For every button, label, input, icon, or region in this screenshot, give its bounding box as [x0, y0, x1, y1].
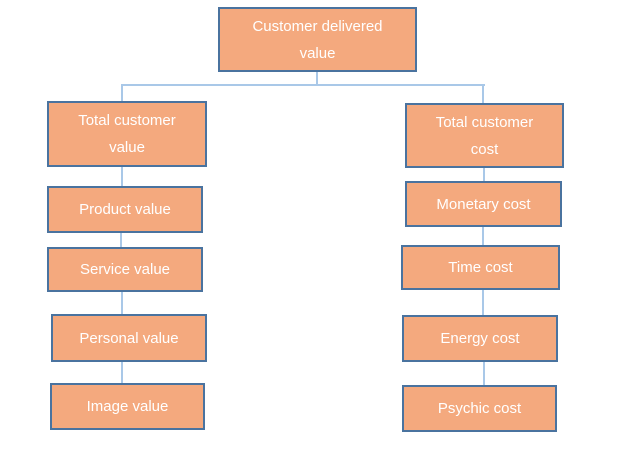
node-label: Product value	[79, 201, 171, 218]
node-label: Personal value	[79, 329, 179, 347]
node-label: Psychic cost	[437, 400, 522, 417]
node-customer-delivered-value: Customer delivered value	[218, 7, 417, 72]
node-label: Total customer value	[78, 112, 176, 156]
node-psychic-cost: Psychic cost	[402, 385, 557, 432]
connector-right-1	[483, 168, 485, 181]
node-image-value: Image value	[50, 383, 205, 430]
node-time-cost: Time cost	[401, 245, 560, 290]
connector-left-1	[121, 167, 123, 186]
node-label: Energy cost	[440, 330, 520, 347]
node-personal-value: Personal value	[51, 314, 207, 362]
node-label: Monetary cost	[436, 195, 531, 213]
node-service-value: Service value	[47, 247, 203, 292]
connector-right-4	[483, 362, 485, 385]
node-label: Customer delivered value	[252, 17, 383, 62]
node-total-customer-cost: Total customer cost	[405, 103, 564, 168]
connector-root-stub	[316, 72, 318, 85]
node-label: Time cost	[448, 259, 513, 276]
connector-drop-right	[482, 84, 484, 104]
node-energy-cost: Energy cost	[402, 315, 558, 362]
connector-left-3	[121, 292, 123, 314]
node-label: Total customer cost	[435, 113, 534, 158]
connector-right-2	[482, 227, 484, 245]
connector-branch-horizontal	[121, 84, 485, 86]
connector-drop-left	[121, 84, 123, 102]
connector-left-4	[121, 362, 123, 383]
connector-right-3	[482, 290, 484, 315]
node-total-customer-value: Total customer value	[47, 101, 207, 167]
node-product-value: Product value	[47, 186, 203, 233]
node-label: Image value	[86, 398, 169, 415]
node-monetary-cost: Monetary cost	[405, 181, 562, 227]
node-label: Service value	[79, 261, 171, 278]
connector-left-2	[120, 233, 122, 247]
